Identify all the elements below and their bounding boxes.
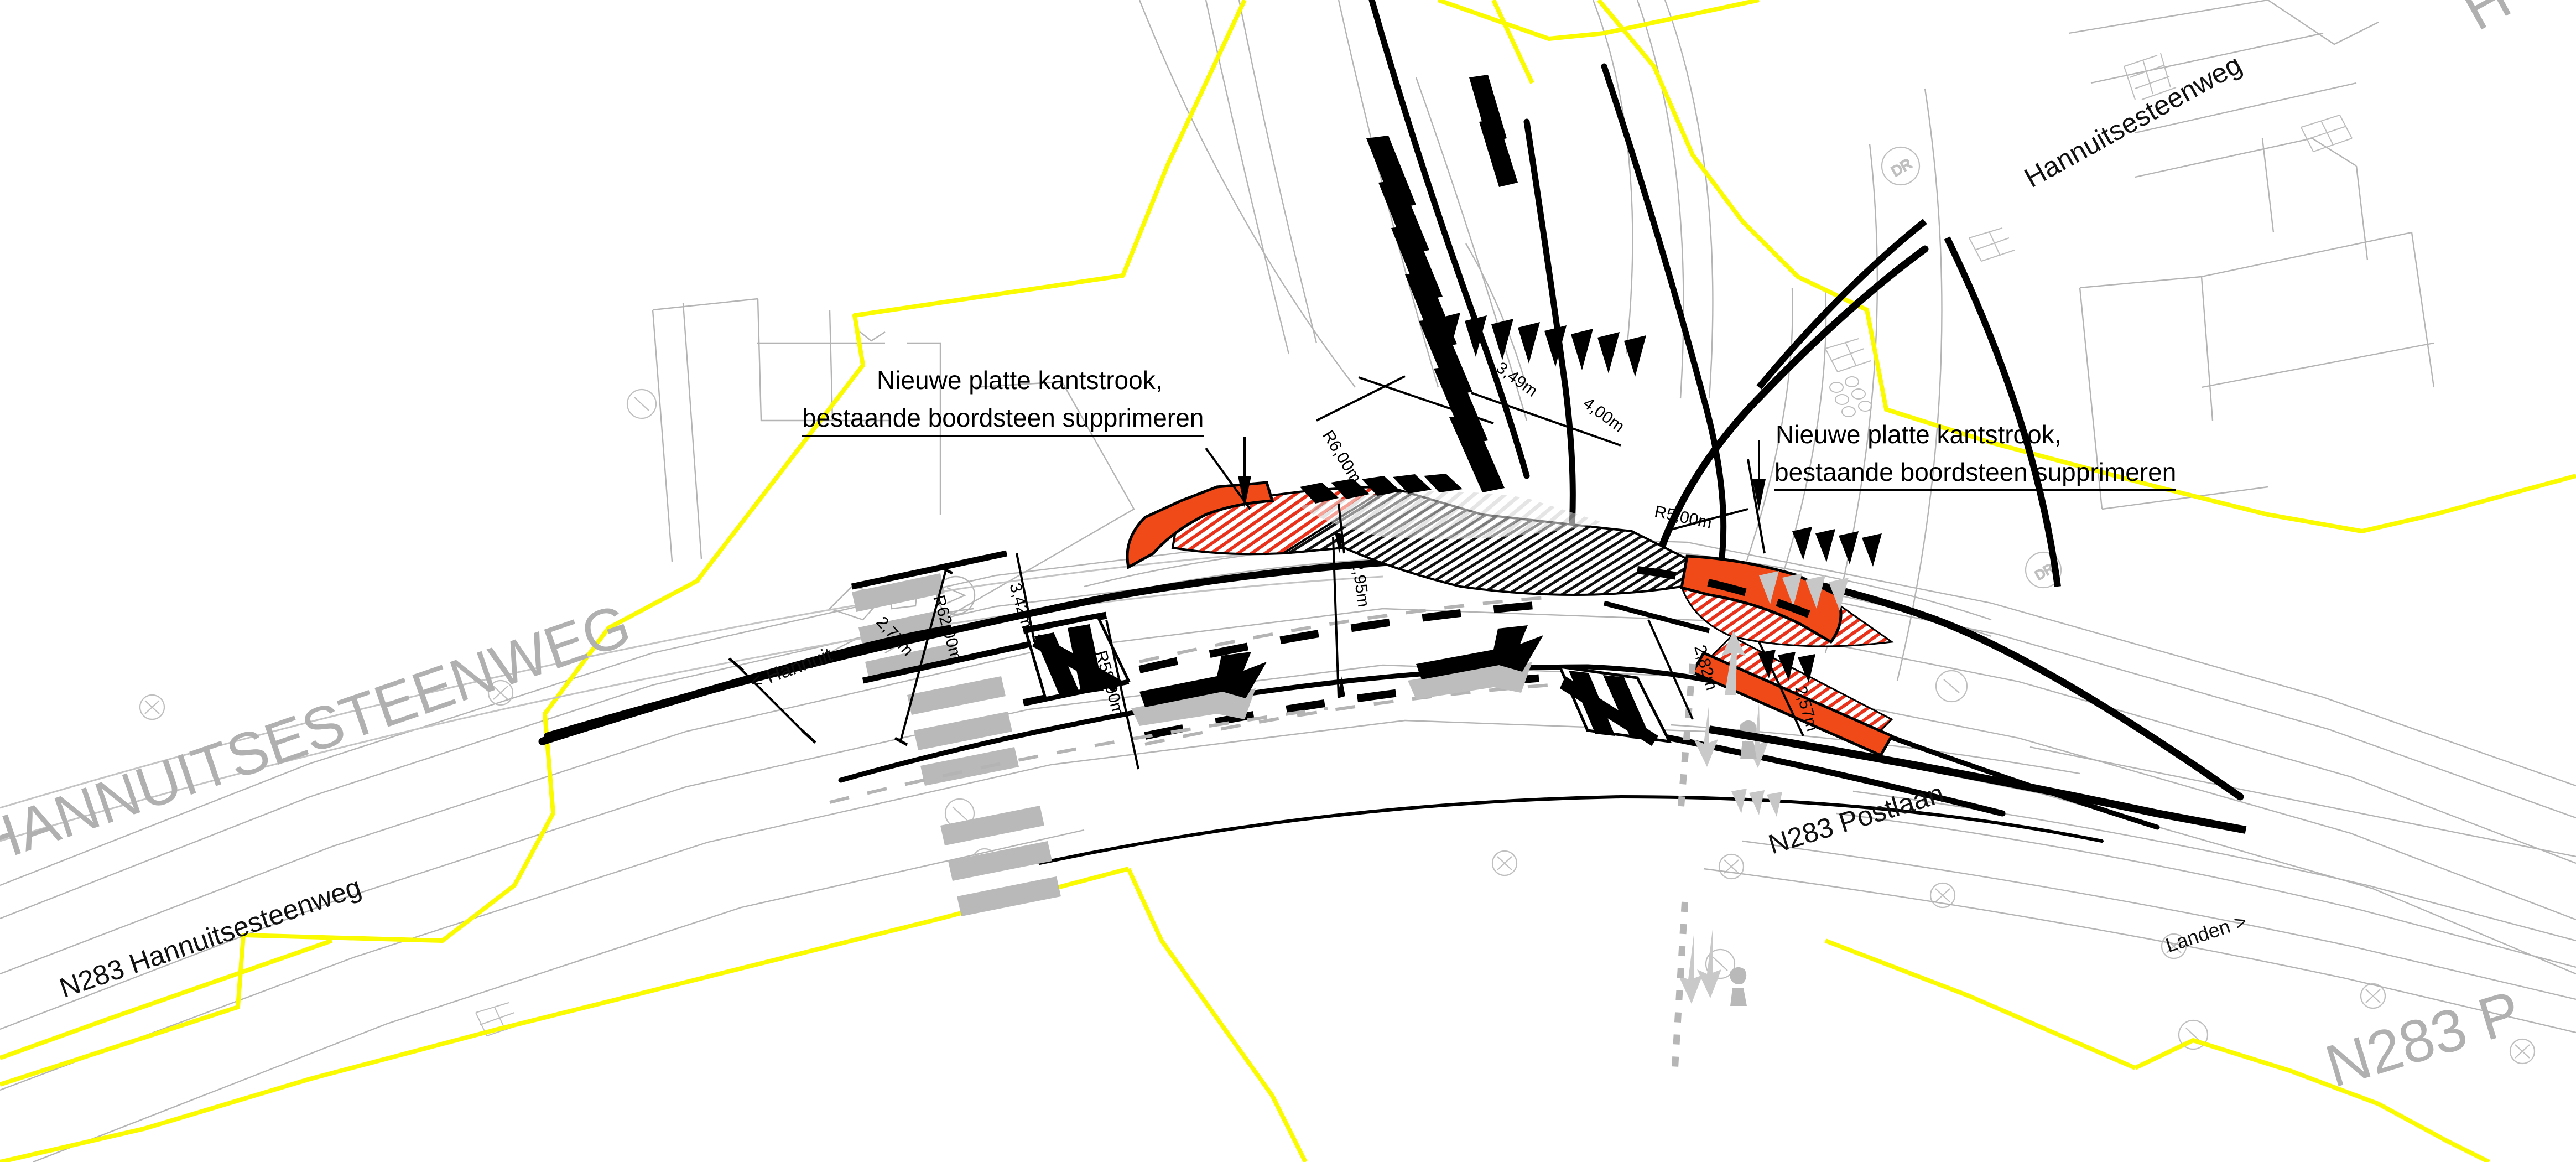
existing-road-edges — [0, 544, 1383, 842]
svg-text:DR: DR — [1888, 155, 1915, 180]
lane-arrow-markings — [1131, 625, 1769, 1068]
dimension-leader-lines — [735, 375, 1804, 770]
yield-marking-triangles — [1438, 313, 1882, 683]
new-edge-line-right — [1708, 725, 2247, 834]
chevron-hatch-marking-left — [1300, 474, 1463, 504]
new-pavement-black-hatch — [1282, 485, 1700, 596]
dimension-ticks — [728, 566, 954, 746]
pedestrian-refuge-island-right — [1557, 665, 1672, 746]
new-flat-kerb-strip — [1126, 481, 1894, 758]
dimension-arrowheads — [1238, 476, 1766, 698]
zebra-crossing — [852, 573, 1061, 916]
new-road-edges — [538, 0, 2244, 865]
dotted-lane-line — [1672, 663, 1696, 1068]
pedestrian-refuge-island — [1024, 615, 1131, 700]
yield-marking-triangles-gray — [1731, 571, 1849, 817]
new-edge-line-left — [540, 625, 953, 745]
edge-line-right — [1756, 219, 2061, 587]
chevron-hatch-marking-top — [1366, 75, 1518, 492]
